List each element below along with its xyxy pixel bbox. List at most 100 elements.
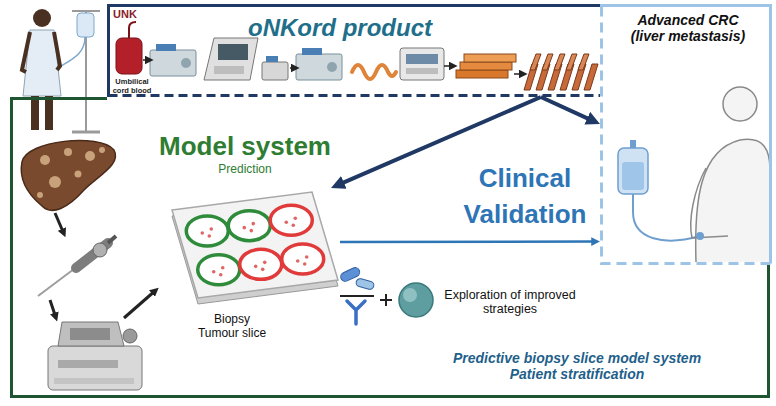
tumour-slice-plate: Biopsy Tumour slice [160,188,340,308]
process-equipment [204,38,258,80]
tissue-piece [261,268,265,272]
note-text: Exploration of improved strategies [440,288,580,317]
seated-patient [696,139,770,262]
drug-combination [399,283,433,317]
tissue-piece [251,222,255,226]
plate-well [198,255,240,285]
flow-arrow [124,290,156,318]
patient-figure [72,131,100,134]
tissue-piece [254,265,258,269]
patient-figure [22,32,30,72]
patient-figure [77,13,94,37]
process-arrows [290,67,296,69]
plate-caption: Biopsy Tumour slice [193,313,271,341]
process-equipment [302,48,322,55]
biopsy-needle [93,243,107,257]
section-title: Model system [140,132,350,162]
flow-arrow [50,300,56,318]
box-heading: Advanced CRC (liver metastasis) [624,12,752,44]
patient-figure [22,9,100,132]
liver-illustration [21,141,115,211]
seated-patient [696,232,704,240]
process-equipment [352,65,396,79]
liver-illustration [21,141,115,211]
liver-illustration [99,147,105,153]
tissue-slicer [54,378,134,384]
liver-illustration [40,155,50,165]
tissue-piece [242,226,246,230]
node-border [12,99,769,397]
frame-caption: Predictive biopsy slice model system Pat… [437,350,717,382]
patient-figure [54,32,60,70]
process-equipment [456,70,508,78]
liver-illustration [75,171,82,178]
tissue-slicer [70,328,110,340]
infusion-bag [630,140,636,148]
biopsy-needle [108,236,116,243]
plate-well [270,205,312,235]
node-border [602,6,771,264]
process-equipment [400,48,444,80]
source-label: Umbilical cord blood [108,78,156,95]
process-equipment [262,62,288,80]
seated-patient [723,87,757,121]
node-border [600,6,771,264]
nk-cell-vials [524,54,598,90]
liver-illustration [64,148,72,156]
logo-text: UNK [113,8,153,21]
patient-figure [72,10,100,12]
tissue-piece [200,231,204,235]
product-box: oNKord product [107,4,600,97]
model-system-frame: Biopsy Tumour slicePredictive biopsy sli… [10,97,770,398]
cord-blood-bag [129,22,136,38]
liver-illustration [49,176,61,188]
tissue-slicer [123,329,137,343]
patient-figure [58,37,85,68]
liver-illustration [85,151,95,161]
tissue-piece [284,220,288,224]
process-arrows [143,59,150,61]
infusion-bag [633,194,700,241]
plate-well [240,249,282,279]
tissue-piece [303,262,307,266]
plate-well [186,216,228,246]
process-equipment [181,58,191,68]
tissue-piece [291,223,295,227]
flow-arrow [55,213,64,234]
process-arrows [444,65,454,67]
edge-label: Clinical Validation [435,160,615,233]
process-arrows [143,60,524,74]
plate-well [228,211,270,241]
process-equipment [464,54,516,62]
cord-blood-bag [116,38,142,74]
process-equipment [460,62,512,70]
process-equipment [156,44,176,51]
tissue-piece [221,266,225,270]
process-arrows [514,73,524,75]
nk-cell-vials [530,54,589,70]
tissue-piece [305,255,309,259]
plate-well [282,244,324,274]
process-equipment [296,54,342,80]
infusion-bag [622,162,644,190]
tissue-slicer [48,346,142,390]
tissue-slicer [48,322,142,390]
tissue-piece [296,259,300,263]
product-title: oNKord product [230,14,450,42]
tissue-piece [263,261,267,265]
flow-arrow [541,97,593,121]
process-equipment [150,50,196,76]
drug-combination [355,278,374,290]
cord-blood-bag [116,22,142,74]
liver-illustration [37,192,43,198]
flow-arrow [340,240,595,243]
tissue-piece [293,216,297,220]
tissue-piece [249,229,253,233]
infusion-bag [618,140,700,241]
process-equipment [406,54,438,64]
node-border [109,6,601,98]
tissue-slicer [58,322,124,346]
